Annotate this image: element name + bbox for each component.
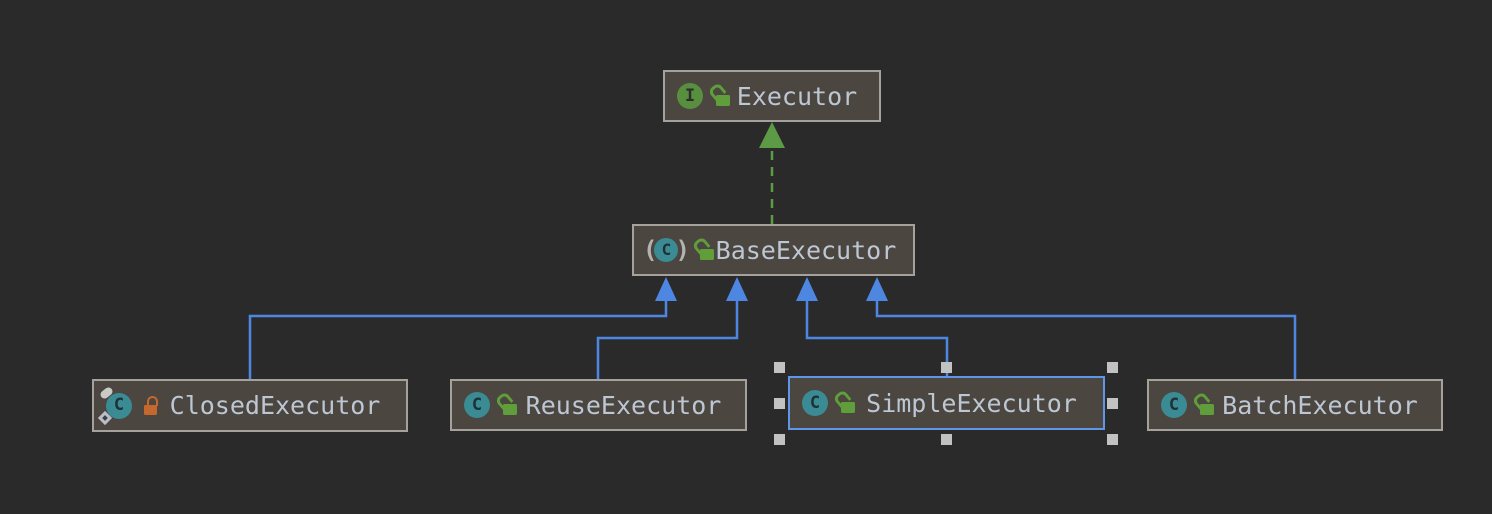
selection-handle[interactable] [1107, 398, 1118, 409]
selection-handle[interactable] [941, 434, 952, 445]
node-label: ClosedExecutor [169, 391, 381, 420]
node-label: SimpleExecutor [866, 388, 1077, 418]
node-closed-executor[interactable]: C ClosedExecutor [92, 379, 408, 432]
selection-handle[interactable] [774, 398, 785, 409]
node-label: BaseExecutor [715, 235, 897, 265]
node-label: BatchExecutor [1222, 390, 1418, 420]
node-executor[interactable]: I Executor [663, 70, 881, 122]
interface-icon: I [677, 83, 703, 109]
node-batch-executor[interactable]: C BatchExecutor [1147, 379, 1443, 431]
selection-handle[interactable] [774, 362, 785, 373]
locked-icon [141, 395, 160, 417]
selection-handle[interactable] [774, 434, 785, 445]
unlocked-icon [707, 82, 731, 107]
node-label: ReuseExecutor [525, 390, 722, 420]
edge-batchexecutor-extends-baseexecutor[interactable] [866, 277, 1297, 379]
class-icon: C [1161, 392, 1187, 418]
unlocked-icon [691, 236, 715, 261]
node-label: Executor [736, 81, 858, 111]
edge-closedexecutor-extends-baseexecutor[interactable] [248, 277, 677, 379]
unlocked-icon [1191, 391, 1215, 416]
abstract-class-icon: ( C ) [643, 236, 690, 264]
edge-simpleexecutor-extends-baseexecutor[interactable] [796, 277, 949, 376]
node-reuse-executor[interactable]: C ReuseExecutor [450, 379, 747, 431]
node-simple-executor[interactable]: C SimpleExecutor [788, 376, 1105, 430]
selection-handle[interactable] [1107, 434, 1118, 445]
class-icon: C [464, 392, 490, 418]
edge-reuseexecutor-extends-baseexecutor[interactable] [596, 277, 748, 379]
unlocked-icon [832, 389, 856, 414]
class-icon: C [97, 385, 132, 425]
edge-baseexecutor-implements-executor[interactable] [759, 122, 785, 224]
node-base-executor[interactable]: ( C ) BaseExecutor [632, 224, 915, 276]
selection-handle[interactable] [1107, 362, 1118, 373]
selection-handle[interactable] [941, 362, 952, 373]
class-icon: C [802, 390, 828, 416]
unlocked-icon [494, 391, 518, 416]
